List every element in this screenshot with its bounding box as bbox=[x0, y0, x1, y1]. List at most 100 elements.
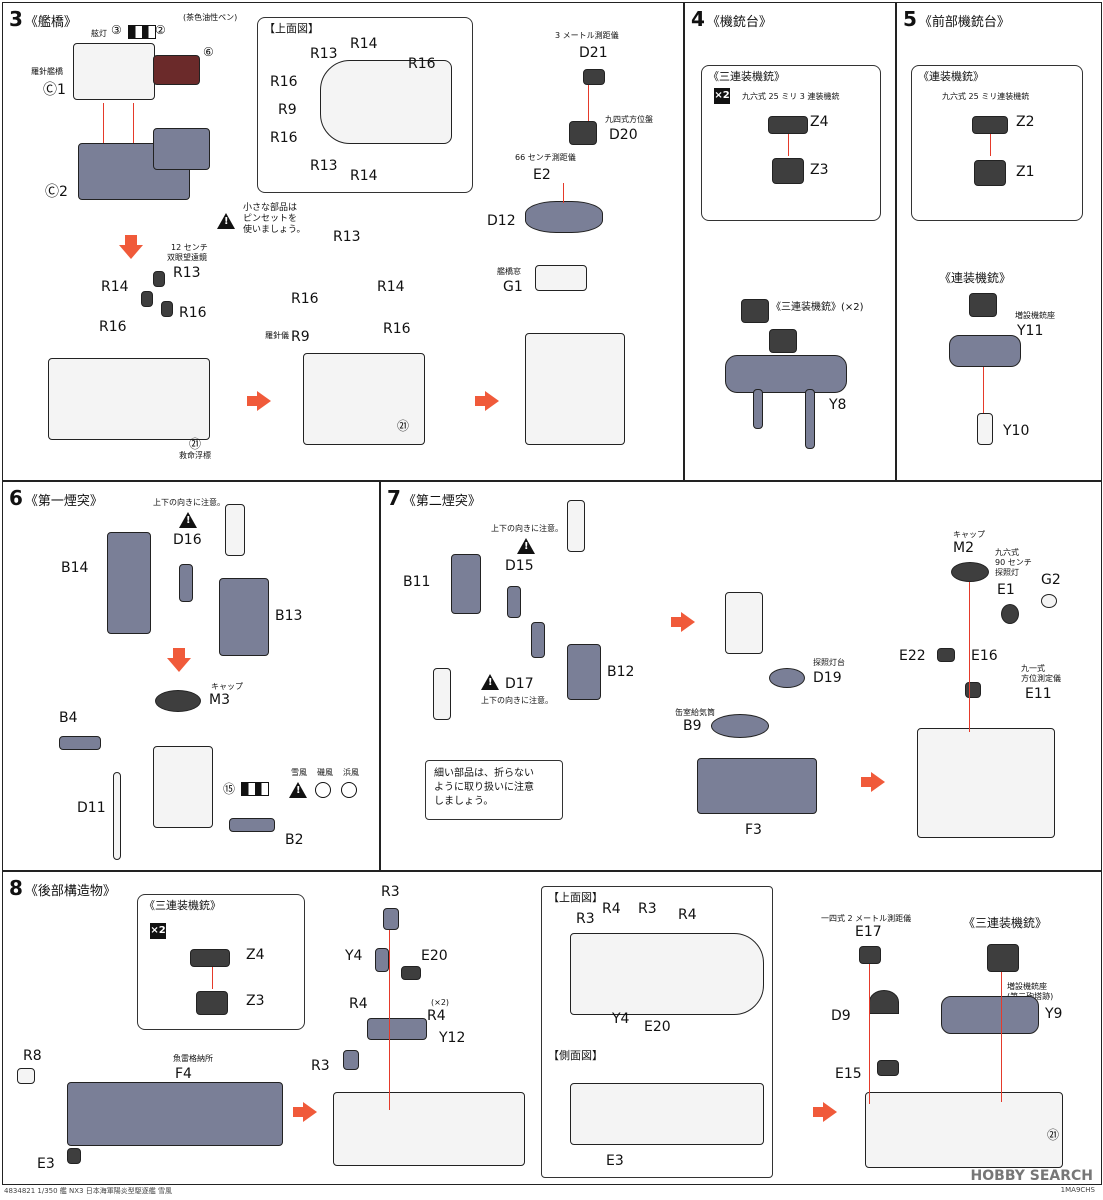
r13b-label: R13 bbox=[333, 229, 361, 245]
tv-r16c: R16 bbox=[270, 130, 298, 146]
y10-label: Y10 bbox=[1003, 423, 1030, 439]
f4-label: F4 bbox=[175, 1066, 192, 1082]
r3b-part bbox=[343, 1050, 359, 1070]
m3-label: M3 bbox=[209, 692, 230, 708]
y8-label: Y8 bbox=[829, 397, 847, 413]
top-view-drawing bbox=[320, 60, 452, 144]
step-6-title: 6《第一煙突》 bbox=[9, 486, 103, 510]
step-5-title: 5《前部機銃台》 bbox=[903, 7, 1010, 31]
rangefinder-part bbox=[583, 69, 605, 85]
footer-right: 1MA9CHS bbox=[1060, 1186, 1095, 1194]
warning-icon bbox=[217, 213, 235, 229]
b2-label: B2 bbox=[285, 832, 304, 848]
r14-label: R14 bbox=[101, 279, 129, 295]
triple-mg-box: 《三連装機銃》 ×2 Z4 Z3 bbox=[137, 894, 305, 1030]
circ21-b: ㉑ bbox=[397, 419, 410, 433]
r4a-label: R4 bbox=[349, 996, 368, 1012]
e15-part bbox=[877, 1060, 899, 1076]
assembly-line bbox=[788, 134, 789, 156]
step-3-section: 3《艦橋》 舷灯 ③ ② (茶色油性ペン) ⑥ 羅針艦橋 Ⓒ1 Ⓒ2 小さな部品… bbox=[2, 2, 684, 481]
director-part bbox=[569, 121, 597, 145]
tv-r13a: R13 bbox=[310, 46, 338, 62]
e22-label: E22 bbox=[899, 648, 926, 664]
down-arrow bbox=[119, 235, 143, 259]
mount8-label: 《三連装機銃》 bbox=[963, 916, 1048, 930]
r4b-label: R4 bbox=[427, 1008, 446, 1024]
bridge-rear-part bbox=[153, 128, 210, 170]
circ6-label: ⑥ bbox=[203, 45, 214, 59]
compass-stand-label: 羅針儀 bbox=[265, 331, 289, 340]
assembly-line bbox=[212, 967, 213, 989]
d20-label: D20 bbox=[609, 127, 638, 143]
x2-badge: ×2 bbox=[150, 923, 166, 939]
platform-y12 bbox=[367, 1018, 427, 1040]
circ3-label: ③ bbox=[111, 23, 122, 37]
right-arrow bbox=[247, 391, 271, 411]
orient-note: 上下の向きに注意。 bbox=[153, 498, 225, 507]
sv8-title: 【側面図】 bbox=[548, 1049, 603, 1062]
right-arrow bbox=[671, 612, 695, 632]
y4-part bbox=[375, 948, 389, 972]
tv8-e20: E20 bbox=[644, 1019, 671, 1035]
e3-label: E3 bbox=[37, 1156, 55, 1172]
funnel-half-left bbox=[107, 532, 151, 634]
y4-label: Y4 bbox=[345, 948, 363, 964]
bridge-assembly-1 bbox=[48, 358, 210, 440]
tv8-title: 【上面図】 bbox=[548, 891, 603, 904]
e2-label: E2 bbox=[533, 167, 551, 183]
e20-part bbox=[401, 966, 421, 980]
orient-note-2: 上下の向きに注意。 bbox=[481, 696, 553, 705]
step-6-section: 6《第一煙突》 上下の向きに注意。 D16 B14 B13 キャップ M3 B4… bbox=[2, 481, 380, 871]
windshield-label: 艦橋窓 bbox=[497, 267, 521, 276]
warning-icon bbox=[481, 674, 499, 690]
b13-label: B13 bbox=[275, 608, 303, 624]
r3-part bbox=[383, 908, 399, 930]
binoc-label: 双眼望遠鏡 bbox=[167, 253, 207, 262]
r16a-label: R16 bbox=[99, 319, 127, 335]
assembly-line bbox=[1001, 972, 1002, 1102]
deckhouse-part bbox=[697, 758, 817, 814]
searchlight-stand-label: 探照灯台 bbox=[813, 658, 845, 667]
triangle-mark-icon bbox=[289, 782, 307, 798]
d15-label: D15 bbox=[505, 558, 534, 574]
assembly-line bbox=[588, 85, 589, 121]
b4-label: B4 bbox=[59, 710, 78, 726]
r16d-label: R16 bbox=[383, 321, 411, 337]
bridge-assembly-3 bbox=[525, 333, 625, 445]
e15-label: E15 bbox=[835, 1066, 862, 1082]
step-4-title: 4《機銃台》 bbox=[691, 7, 772, 31]
right-arrow bbox=[861, 772, 885, 792]
tv8-r4b: R4 bbox=[678, 907, 697, 923]
searchlight-part bbox=[1001, 604, 1019, 624]
assembly-line bbox=[389, 930, 390, 1110]
r13-label: R13 bbox=[173, 265, 201, 281]
binocular-part bbox=[153, 271, 165, 287]
deckhouse-complete-assembly bbox=[865, 1092, 1063, 1168]
b12-label: B12 bbox=[607, 664, 635, 680]
tv8-r3: R3 bbox=[638, 901, 657, 917]
tv-r16a: R16 bbox=[408, 56, 436, 72]
y12-label: Y12 bbox=[439, 1030, 466, 1046]
assembly-line bbox=[983, 367, 984, 413]
e20-label: E20 bbox=[421, 948, 448, 964]
paint-flag-icon bbox=[241, 782, 269, 796]
step-5-section: 5《前部機銃台》 《連装機銃》 九六式 25 ミリ連装機銃 Z2 Z1 《連装機… bbox=[896, 2, 1102, 481]
gun-platform-part bbox=[725, 355, 847, 393]
tv-r14a: R14 bbox=[350, 36, 378, 52]
circ2-label: ② bbox=[155, 23, 166, 37]
tv-r16b: R16 bbox=[270, 74, 298, 90]
c2-label: Ⓒ2 bbox=[45, 184, 68, 200]
z1-label: Z1 bbox=[1016, 164, 1035, 180]
sv8-e3: E3 bbox=[606, 1153, 624, 1169]
mount-label: 《三連装機銃》(×2) bbox=[771, 302, 864, 313]
small-part-r8 bbox=[17, 1068, 35, 1084]
tv-r9: R9 bbox=[278, 102, 297, 118]
torpedo-label: 魚雷格納所 bbox=[173, 1054, 213, 1063]
top-view-drawing bbox=[570, 933, 764, 1015]
twin-mg-box: 《連装機銃》 九六式 25 ミリ連装機銃 Z2 Z1 bbox=[911, 65, 1083, 221]
tv-r13b: R13 bbox=[310, 158, 338, 174]
funnel-half-right bbox=[219, 578, 269, 656]
d9-part bbox=[869, 990, 899, 1014]
z4-label: Z4 bbox=[246, 947, 265, 963]
